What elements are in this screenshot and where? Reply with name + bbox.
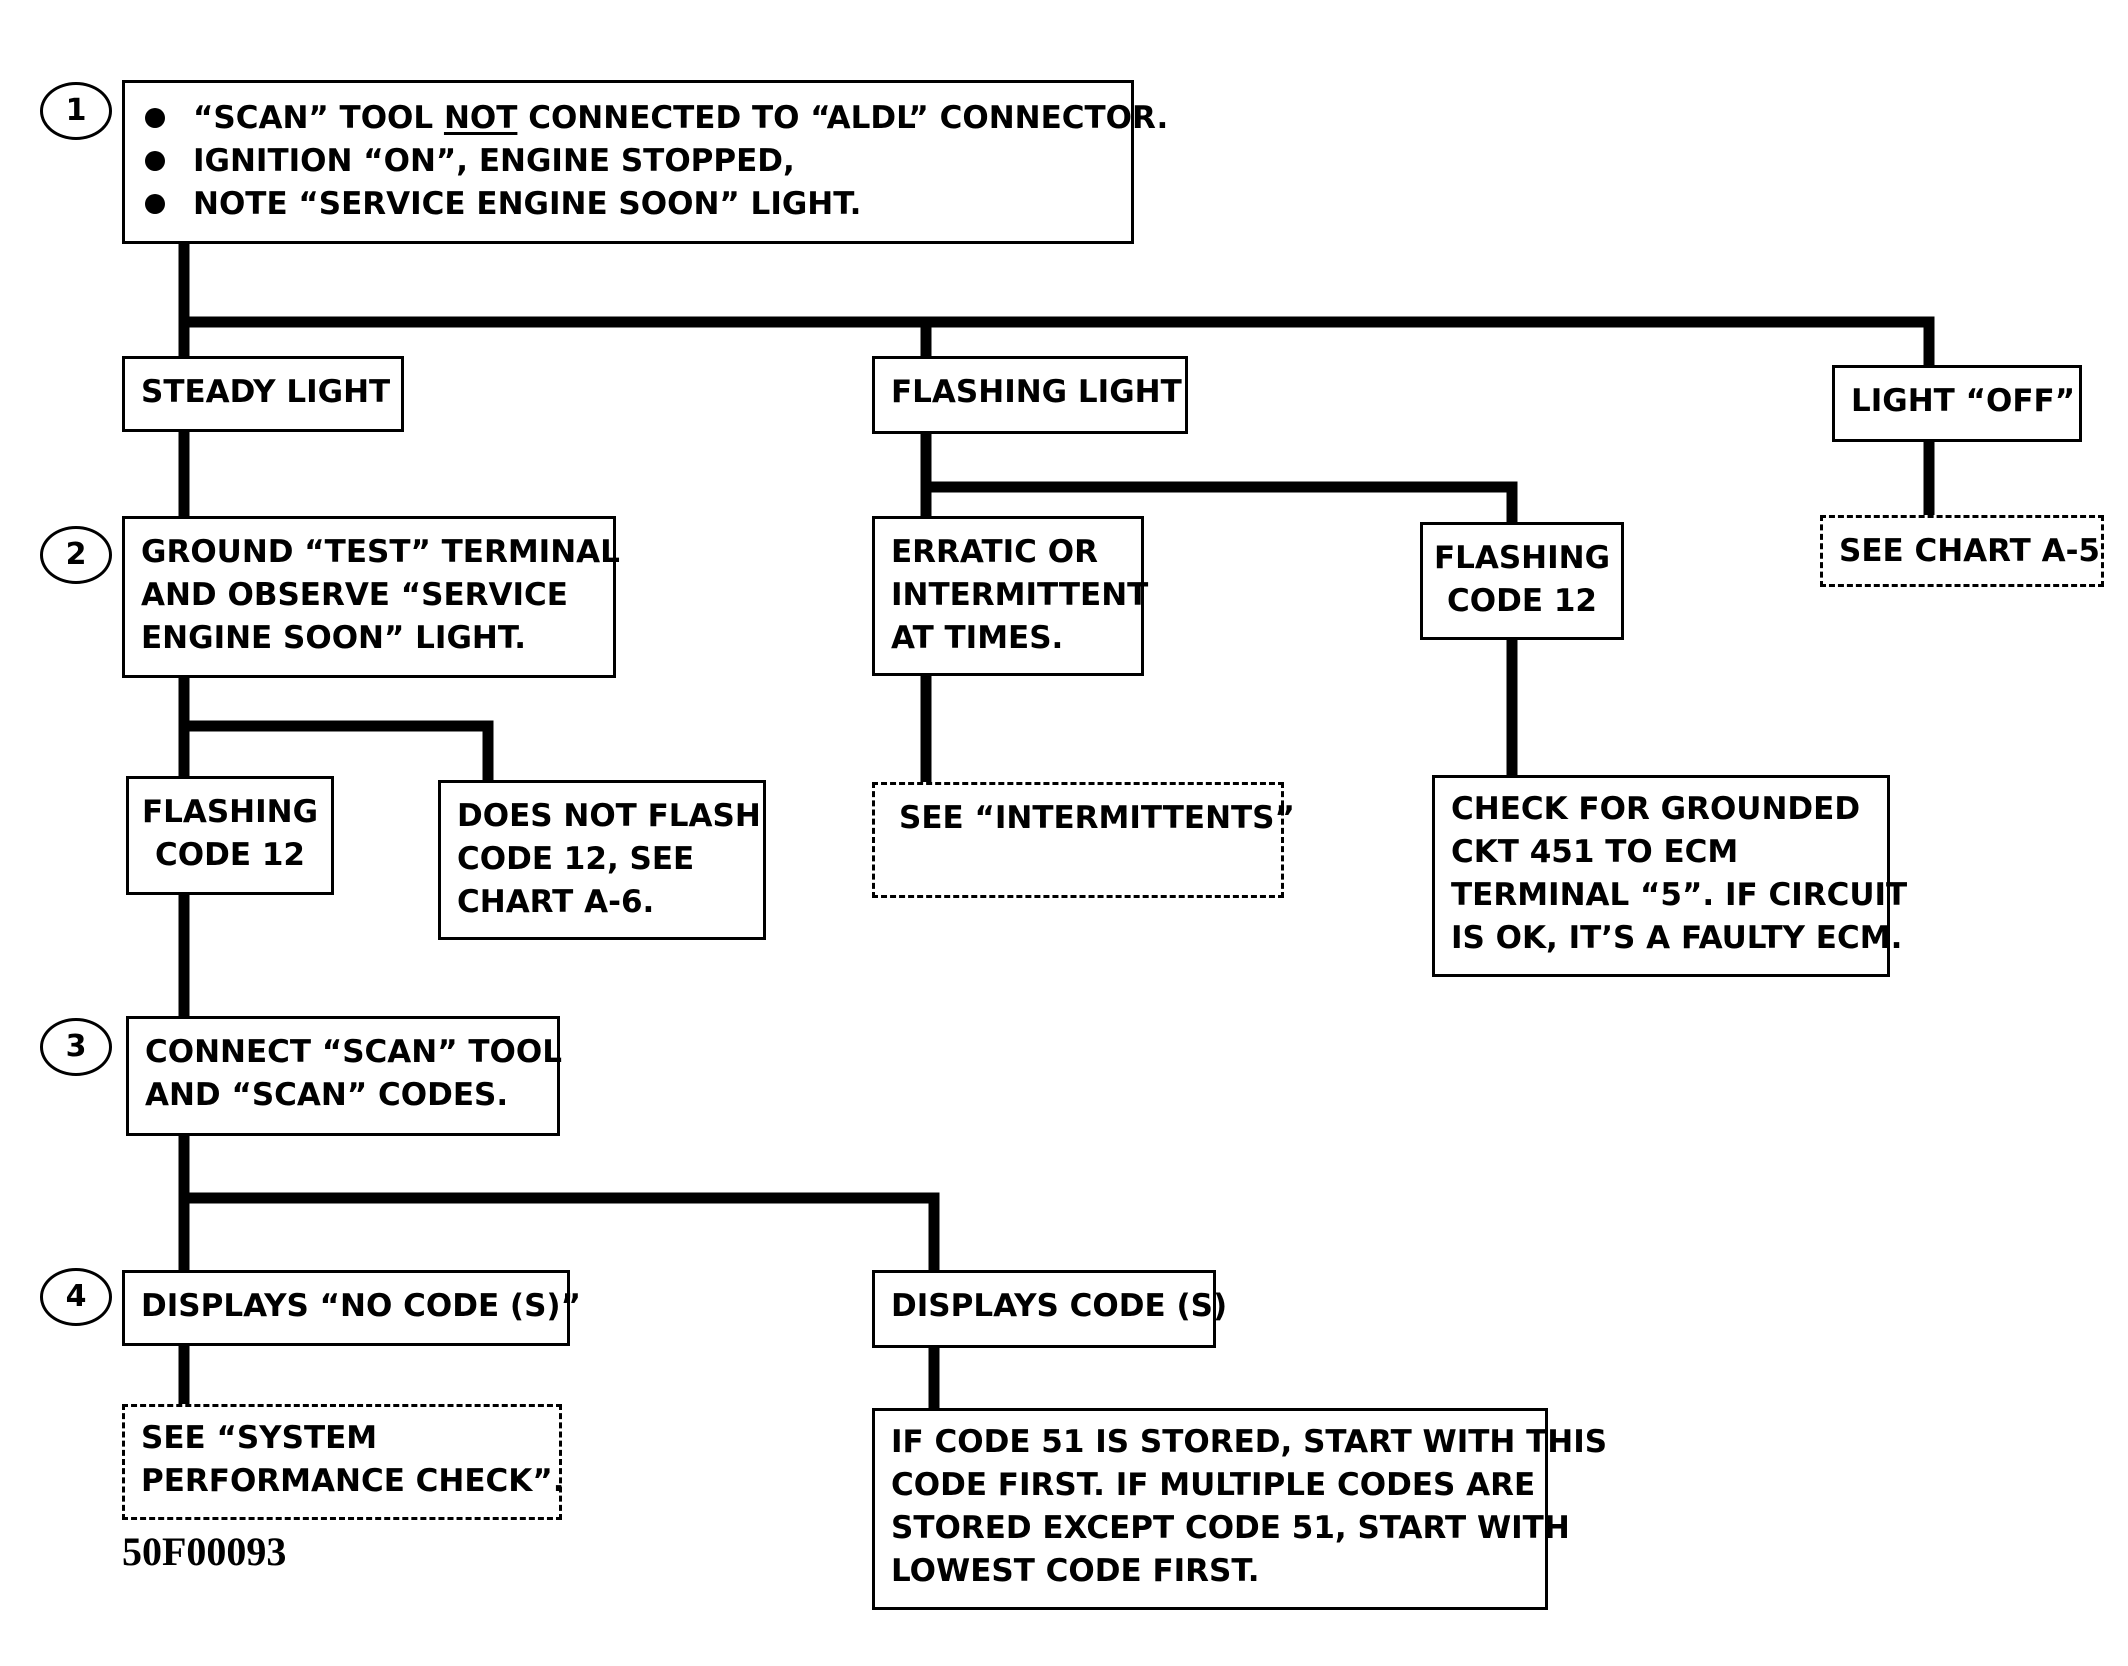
does-not-flash-box: DOES NOT FLASH CODE 12, SEE CHART A-6. bbox=[438, 780, 766, 940]
step-1-marker: 1 bbox=[40, 82, 112, 140]
bullet-icon bbox=[145, 194, 165, 214]
step-4-marker: 4 bbox=[40, 1268, 112, 1326]
displays-no-codes-box: DISPLAYS “NO CODE (S)” bbox=[122, 1270, 581, 1346]
check-grounded-ckt-box: CHECK FOR GROUNDED CKT 451 TO ECM TERMIN… bbox=[1432, 775, 1907, 977]
flashing-code-12-box: FLASHING CODE 12 bbox=[1420, 522, 1624, 640]
see-intermittents-box: SEE “INTERMITTENTS” bbox=[872, 782, 1295, 898]
code-51-instructions-box: IF CODE 51 IS STORED, START WITH THIS CO… bbox=[872, 1408, 1607, 1610]
ground-test-terminal-box: GROUND “TEST” TERMINAL AND OBSERVE “SERV… bbox=[122, 516, 620, 678]
initial-conditions-box: “SCAN” TOOL NOT CONNECTED TO “ALDL” CONN… bbox=[122, 80, 1168, 244]
bullet-item: IGNITION “ON”, ENGINE STOPPED, bbox=[141, 140, 1115, 183]
step-3-marker: 3 bbox=[40, 1018, 112, 1076]
steady-light-box: STEADY LIGHT bbox=[122, 356, 404, 432]
displays-codes-box: DISPLAYS CODE (S) bbox=[872, 1270, 1227, 1348]
connect-scan-tool-box: CONNECT “SCAN” TOOL AND “SCAN” CODES. bbox=[126, 1016, 562, 1136]
figure-id: 50F00093 bbox=[122, 1529, 287, 1574]
flashing-light-box: FLASHING LIGHT bbox=[872, 356, 1188, 434]
see-chart-a5-box: SEE CHART A-5 bbox=[1820, 515, 2104, 587]
bullet-item: “SCAN” TOOL NOT CONNECTED TO “ALDL” CONN… bbox=[141, 97, 1168, 140]
step-2-marker: 2 bbox=[40, 526, 112, 584]
light-off-box: LIGHT “OFF” bbox=[1832, 365, 2082, 442]
bullet-icon bbox=[145, 151, 165, 171]
bullet-icon bbox=[145, 108, 165, 128]
see-system-performance-check-box: SEE “SYSTEM PERFORMANCE CHECK”. bbox=[122, 1404, 564, 1520]
erratic-intermittent-box: ERRATIC OR INTERMITTENT AT TIMES. bbox=[872, 516, 1148, 676]
flashing-code-12-box: FLASHING CODE 12 bbox=[126, 776, 334, 895]
bullet-item: NOTE “SERVICE ENGINE SOON” LIGHT. bbox=[141, 183, 1115, 226]
